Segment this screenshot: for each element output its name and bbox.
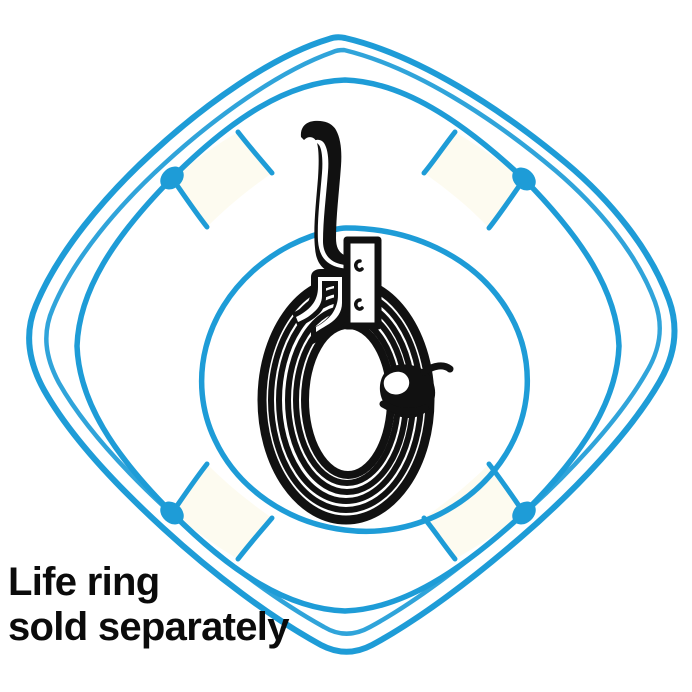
life-ring-lobe-bottom — [169, 510, 527, 614]
life-ring-band-bottom-right — [424, 464, 524, 559]
life-ring-band-edge-tl-2 — [235, 129, 275, 176]
hook-bracket — [343, 236, 382, 330]
coiled-rope-knot — [379, 362, 454, 418]
life-ring-lobe-right — [521, 176, 622, 516]
life-ring-outer-line-a — [26, 34, 678, 655]
coiled-rope-knot-tail — [420, 362, 454, 376]
life-ring-lobe-left — [74, 175, 175, 516]
life-ring-bands — [172, 132, 524, 559]
coiled-rope-knot-wrap — [379, 400, 429, 415]
hook-arm-inner — [311, 139, 368, 270]
life-ring-outer-line-b — [44, 47, 663, 636]
life-ring-inner-circle — [198, 225, 531, 535]
wall-hook — [292, 120, 382, 345]
hook-bracket-plate — [343, 236, 382, 330]
hook-bracket-screw-hole-bottom — [354, 298, 364, 311]
life-ring-node-top-right — [512, 167, 536, 191]
coiled-rope-strand-6 — [301, 321, 395, 479]
hook-retaining-tab — [292, 269, 350, 345]
life-ring — [26, 34, 678, 655]
life-ring-node-bottom-right — [512, 501, 536, 525]
life-ring-band-edge-bl-2 — [235, 515, 275, 562]
life-ring-node-bottom-left — [160, 501, 184, 525]
caption: Life ring sold separately — [8, 561, 338, 649]
hook-bracket-screw-hole-top — [354, 259, 364, 272]
life-ring-band-top-right — [424, 132, 524, 228]
caption-line-1: Life ring — [8, 560, 160, 604]
caption-line-2: sold separately — [8, 605, 289, 650]
life-ring-band-edge-br-2 — [421, 515, 458, 562]
life-ring-band-bottom-left — [172, 464, 272, 559]
life-ring-band-edge-tr-2 — [421, 129, 458, 176]
life-ring-lobe-top — [169, 77, 527, 182]
life-ring-inner-opening — [198, 225, 531, 535]
life-ring-outer-outline — [26, 34, 678, 655]
life-ring-corner-nodes — [160, 166, 536, 525]
coiled-rope-knot-hook-loop — [383, 371, 410, 395]
life-ring-torus-curves — [74, 77, 622, 614]
hook-retaining-tab-inner — [296, 277, 342, 332]
life-ring-band-top-left — [172, 132, 272, 227]
life-ring-node-top-left — [160, 166, 184, 190]
